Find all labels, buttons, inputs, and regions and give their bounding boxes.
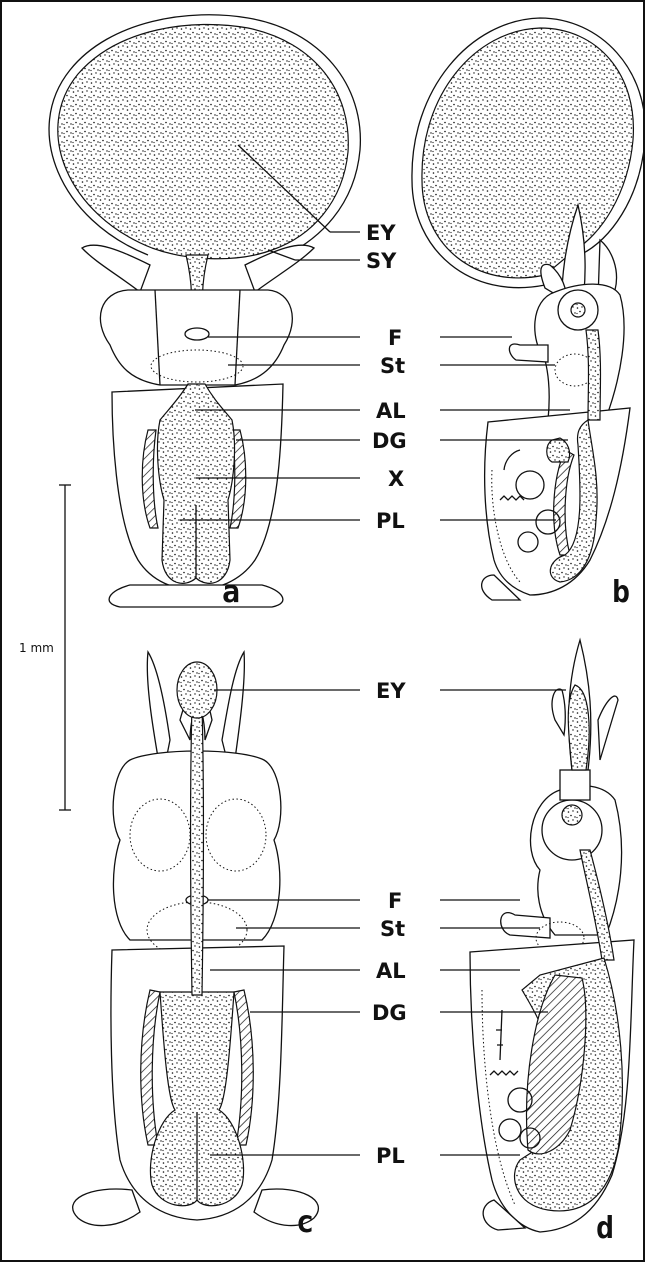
label-al-ab: AL bbox=[376, 399, 406, 423]
panel-c bbox=[73, 652, 319, 1226]
panel-b-yolk-stalk bbox=[586, 330, 601, 420]
panel-letter-c: c bbox=[296, 1205, 314, 1240]
panel-a bbox=[49, 15, 360, 607]
panel-b-funnel bbox=[509, 344, 548, 362]
label-pl-cd: PL bbox=[376, 1144, 405, 1168]
label-dg-cd: DG bbox=[372, 1001, 407, 1025]
scale-bar-label: 1 mm bbox=[19, 641, 54, 655]
label-dg-ab: DG bbox=[372, 429, 407, 453]
label-ey-cd: EY bbox=[376, 679, 406, 703]
panel-c-fins bbox=[73, 1189, 140, 1226]
scale-bar: 1 mm bbox=[19, 485, 71, 810]
panel-a-fins bbox=[109, 585, 283, 607]
label-st-cd: St bbox=[380, 917, 405, 941]
panel-letter-b: b bbox=[612, 575, 630, 610]
label-f-ab: F bbox=[388, 326, 402, 350]
panel-letter-a: a bbox=[222, 575, 240, 610]
panel-c-external-yolk bbox=[177, 662, 217, 718]
label-ey-a: EY bbox=[366, 221, 396, 245]
label-st-ab: St bbox=[380, 354, 405, 378]
panel-a-external-yolk bbox=[58, 24, 348, 258]
label-al-cd: AL bbox=[376, 959, 406, 983]
label-f-cd: F bbox=[388, 889, 402, 913]
label-pl-ab: PL bbox=[376, 509, 405, 533]
panel-d-funnel bbox=[501, 913, 550, 938]
panel-c-yolk-stalk bbox=[191, 706, 204, 995]
label-sy-a: SY bbox=[366, 249, 397, 273]
panel-letter-d: d bbox=[596, 1211, 614, 1246]
label-x-a: X bbox=[388, 467, 404, 491]
panel-d bbox=[470, 640, 634, 1232]
panel-b bbox=[412, 18, 645, 600]
